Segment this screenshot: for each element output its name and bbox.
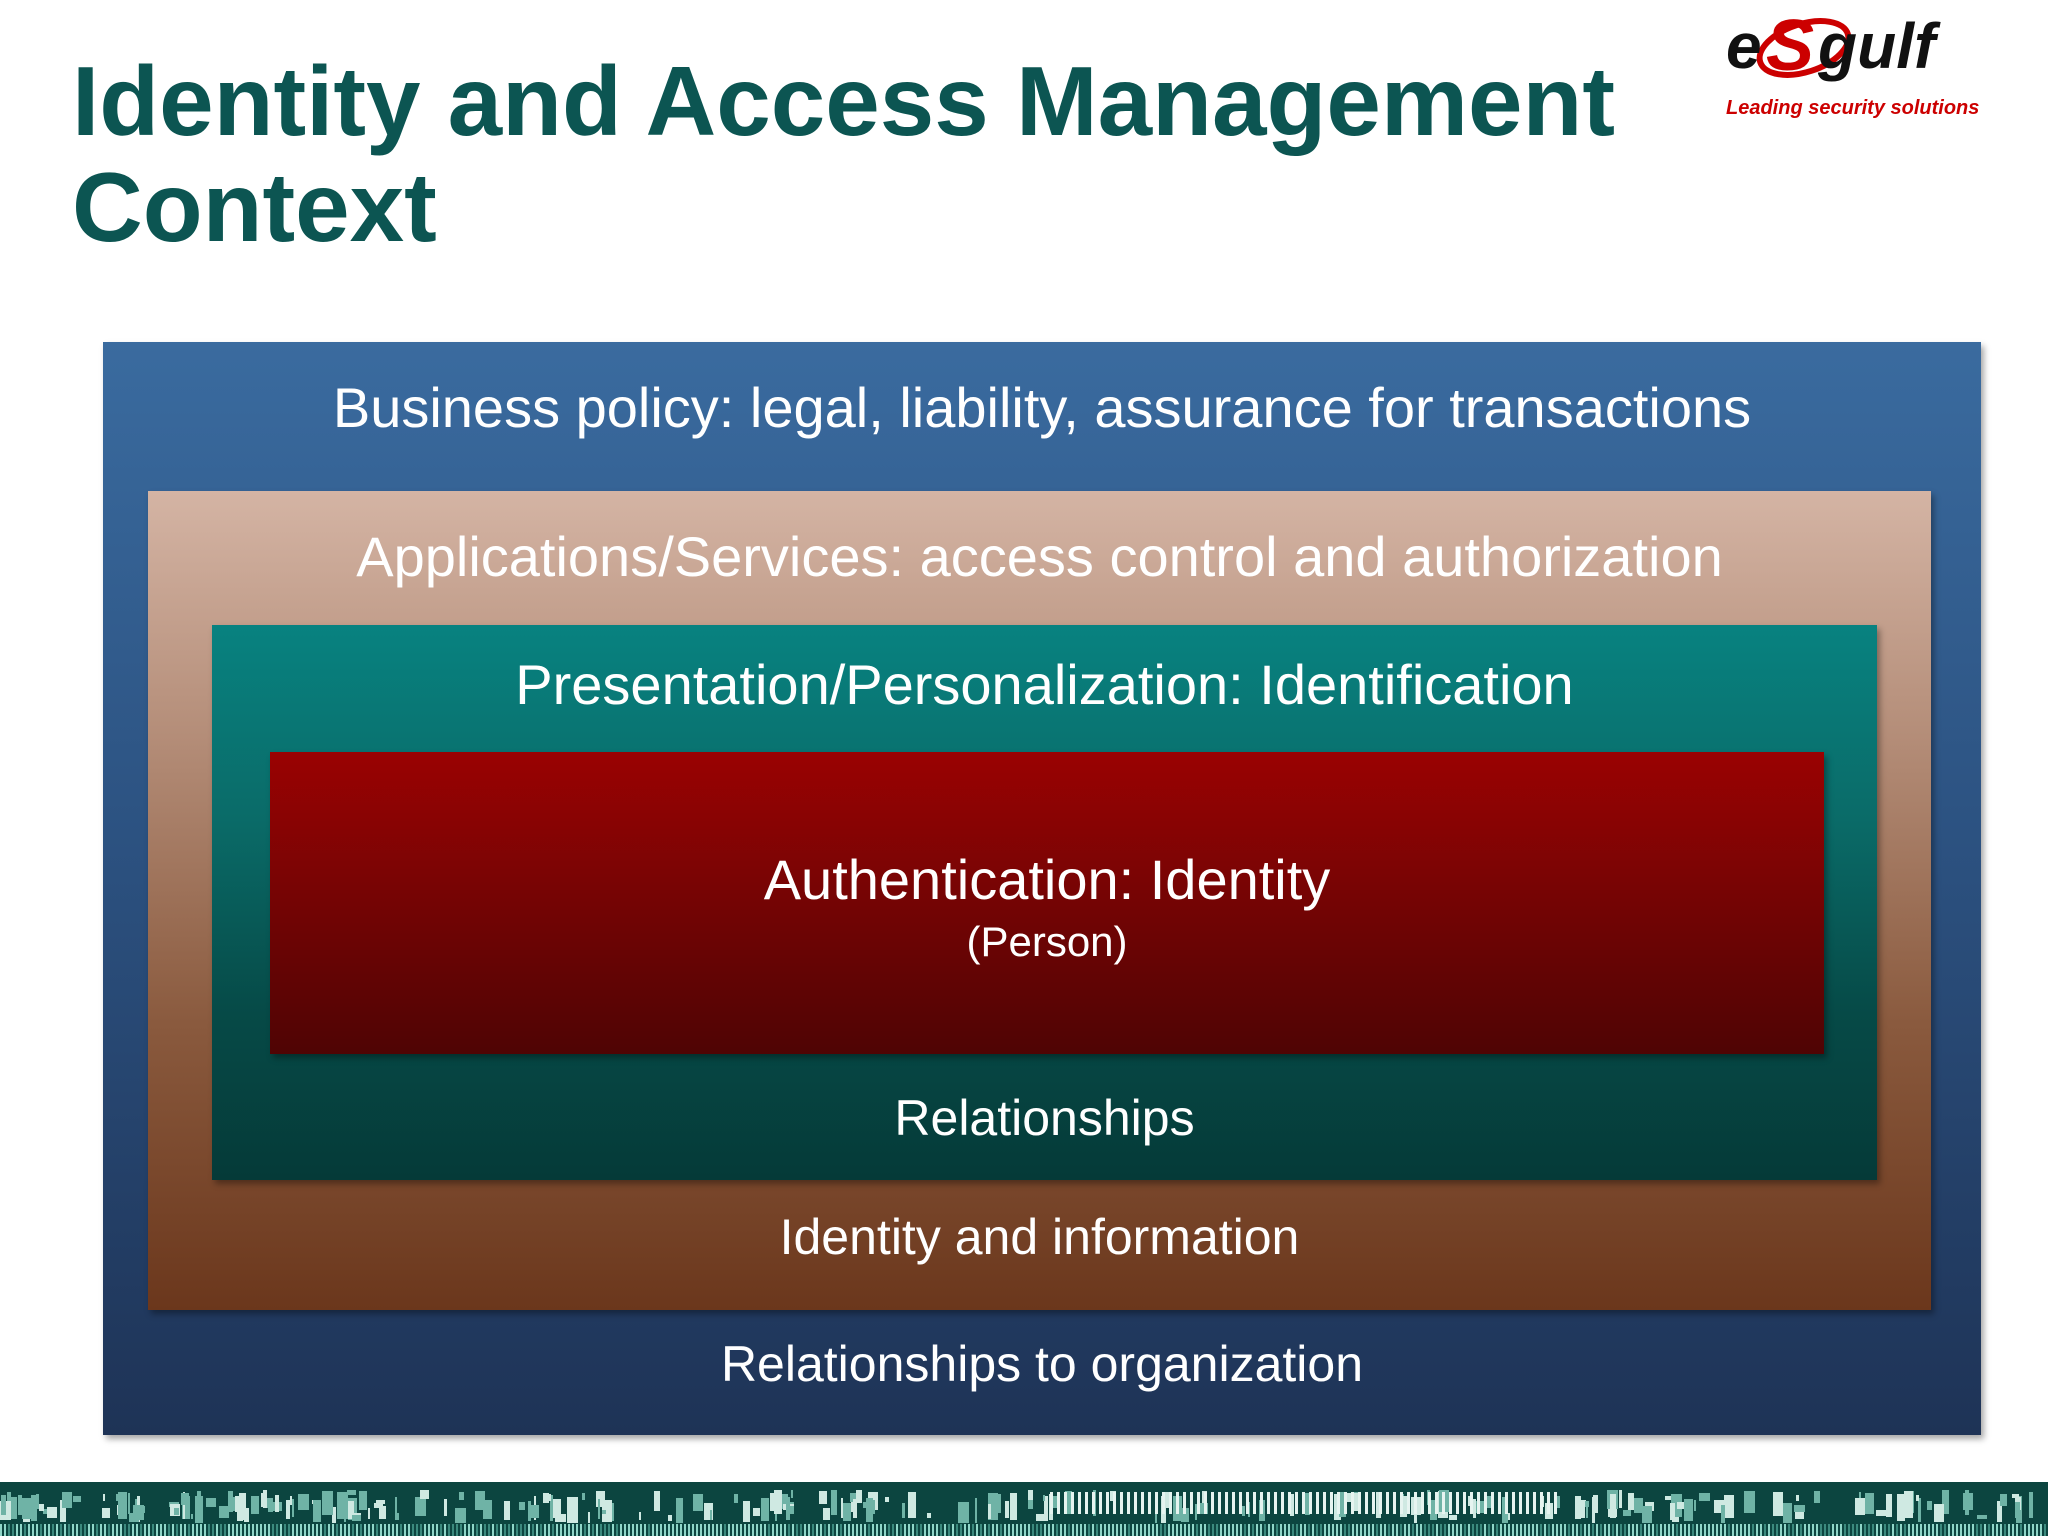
- slide-title-line-2: Context: [72, 152, 437, 262]
- svg-text:S: S: [1766, 6, 1814, 86]
- presentation-personalization-label: Presentation/Personalization: Identifica…: [515, 653, 1574, 716]
- esgulf-logo: e S gulf Leading security solutions: [1720, 0, 2048, 160]
- slide-title-line-1: Identity and Access Management: [72, 46, 1616, 156]
- identity-and-information-label: Identity and information: [779, 1209, 1300, 1265]
- circuit-board-footer: [0, 1482, 2048, 1536]
- svg-text:e: e: [1726, 10, 1762, 82]
- authentication-identity-label: Authentication: Identity: [763, 848, 1331, 911]
- applications-services-label: Applications/Services: access control an…: [356, 525, 1723, 588]
- slide-title: Identity and Access Management Context: [72, 48, 1615, 260]
- business-policy-label: Business policy: legal, liability, assur…: [332, 376, 1752, 439]
- authentication-layer: Authentication: Identity (Person): [270, 752, 1824, 1054]
- person-sublabel: (Person): [966, 918, 1128, 965]
- relationships-label: Relationships: [894, 1090, 1195, 1146]
- svg-text:gulf: gulf: [1817, 10, 1941, 82]
- svg-text:Leading security solutions: Leading security solutions: [1726, 97, 1979, 119]
- relationships-to-organization-label: Relationships to organization: [720, 1336, 1364, 1392]
